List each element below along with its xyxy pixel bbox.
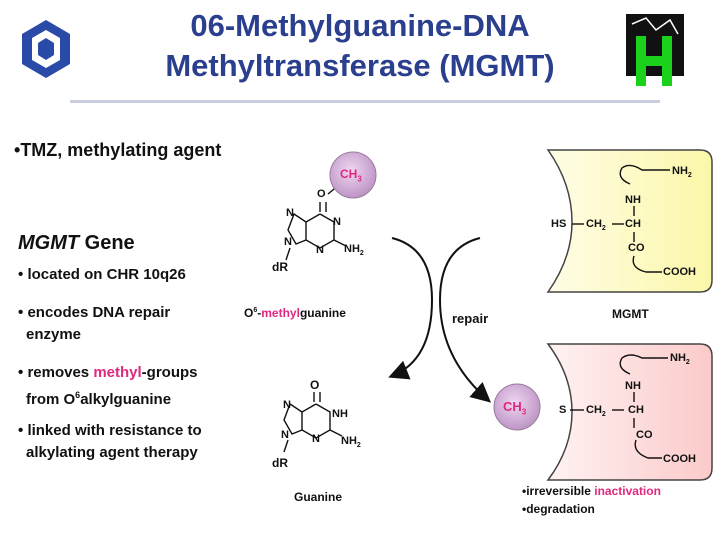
inactive-s: S: [559, 404, 567, 416]
atom-n1-bottom: N: [283, 399, 291, 411]
mgmt-hs: HS: [551, 218, 567, 230]
atom-n3: N: [333, 216, 341, 228]
bullet-resistance: • linked with resistance to alkylating a…: [18, 422, 202, 461]
outcome-list: •irreversible inactivation •degradation: [522, 482, 661, 518]
university-logo: [22, 20, 70, 78]
mgmt-label: MGMT: [612, 307, 649, 321]
title-divider: [70, 100, 660, 103]
bullet-repair-enzyme: • encodes DNA repair enzyme: [18, 304, 171, 343]
mgmt-nh: NH: [625, 194, 641, 206]
bullet-removes-methyl: • removes methyl-groups from O6alkylguan…: [18, 364, 198, 408]
inactivated-mgmt-shape: [546, 343, 713, 481]
inactive-cooh: COOH: [663, 453, 696, 465]
bullet-chromosome: • located on CHR 10q26: [18, 266, 186, 283]
outcome-inactivation: •irreversible inactivation: [522, 484, 661, 498]
atom-nh2-top: NH2: [344, 243, 364, 258]
mgmt-nh2: NH2: [672, 165, 692, 180]
methyl-sphere-transfer: [493, 383, 541, 431]
page-title: 06-Methylguanine-DNA Methyltransferase (…: [165, 8, 555, 83]
mgmt-ch2: CH2: [586, 218, 606, 233]
inactive-co: CO: [636, 429, 653, 441]
guanine-label: Guanine: [294, 490, 343, 504]
inactive-nh2: NH2: [670, 352, 690, 367]
atom-nh-bottom: NH: [332, 408, 348, 420]
mgmt-cooh: COOH: [663, 266, 696, 278]
atom-n9-bottom: N: [312, 433, 320, 445]
inactive-ch: CH: [628, 404, 644, 416]
inactive-nh: NH: [625, 380, 641, 392]
atom-dr-top: dR: [272, 260, 288, 274]
mgmt-ch: CH: [625, 218, 641, 230]
atom-n1: N: [286, 207, 294, 219]
methyl-sphere-top: [329, 151, 377, 199]
inactive-ch2: CH2: [586, 404, 606, 419]
mgmt-protein-shape: [546, 149, 713, 293]
atom-n9: N: [316, 244, 324, 256]
methyl-label-transfer: CH3: [503, 399, 527, 417]
gene-heading: MGMT Gene: [18, 232, 135, 254]
atom-nh2-bottom: NH2: [341, 435, 361, 450]
tmz-bullet: •TMZ, methylating agent: [14, 140, 222, 160]
atom-n7-bottom: N: [281, 429, 289, 441]
o6-methylguanine-label: O6-methylguanine: [244, 306, 346, 320]
methyl-label-top: CH3: [340, 167, 362, 184]
repair-label: repair: [452, 311, 489, 326]
atom-o-bottom: O: [310, 378, 320, 392]
repair-bracket-left: [388, 237, 434, 380]
atom-o-top: O: [317, 188, 326, 200]
guanine-structure: [283, 392, 343, 453]
mgmt-co: CO: [628, 242, 645, 254]
mgmt-inactive-site-bonds: [570, 354, 668, 459]
mgmt-active-site-bonds: [572, 164, 670, 273]
repair-bracket-right: [438, 237, 492, 403]
atom-n7: N: [284, 236, 292, 248]
hospital-logo: [626, 14, 684, 86]
outcome-degradation: •degradation: [522, 502, 595, 516]
atom-dr-bottom: dR: [272, 456, 288, 470]
